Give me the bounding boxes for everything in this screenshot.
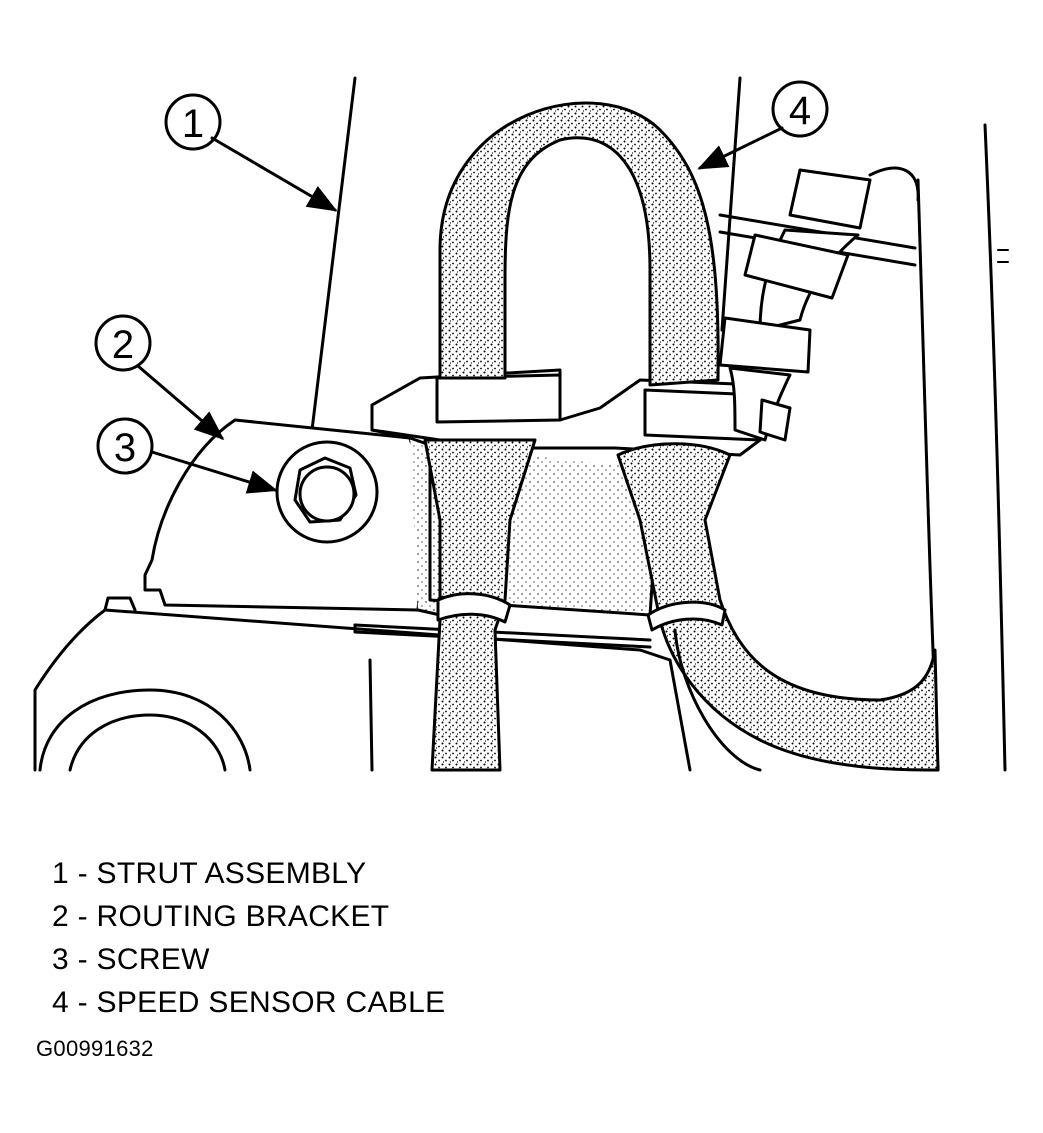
legend-item-3: 3 - SCREW <box>52 943 210 976</box>
callout-number-3: 3 <box>114 426 136 470</box>
callout-number-1: 1 <box>182 102 204 146</box>
callout-4 <box>697 80 829 170</box>
screw <box>275 440 379 544</box>
strut-assembly <box>310 76 1009 772</box>
callout-2 <box>94 314 225 440</box>
bracket-clamps <box>435 373 762 442</box>
knuckle-housing <box>33 596 692 772</box>
strut-bracket-illustration: 1 2 3 4 <box>33 76 1009 772</box>
callout-number-4: 4 <box>789 89 811 133</box>
legend-item-1: 1 - STRUT ASSEMBLY <box>52 857 367 890</box>
legend-item-2: 2 - ROUTING BRACKET <box>52 900 390 933</box>
legend-item-4: 4 - SPEED SENSOR CABLE <box>52 986 446 1019</box>
callout-1 <box>164 93 338 212</box>
callout-3 <box>96 417 278 494</box>
speed-sensor-cable <box>423 101 940 772</box>
legend: 1 - STRUT ASSEMBLY 2 - ROUTING BRACKET 3… <box>52 852 445 1024</box>
figure-id: G00991632 <box>36 1036 154 1061</box>
callout-number-2: 2 <box>112 323 134 367</box>
